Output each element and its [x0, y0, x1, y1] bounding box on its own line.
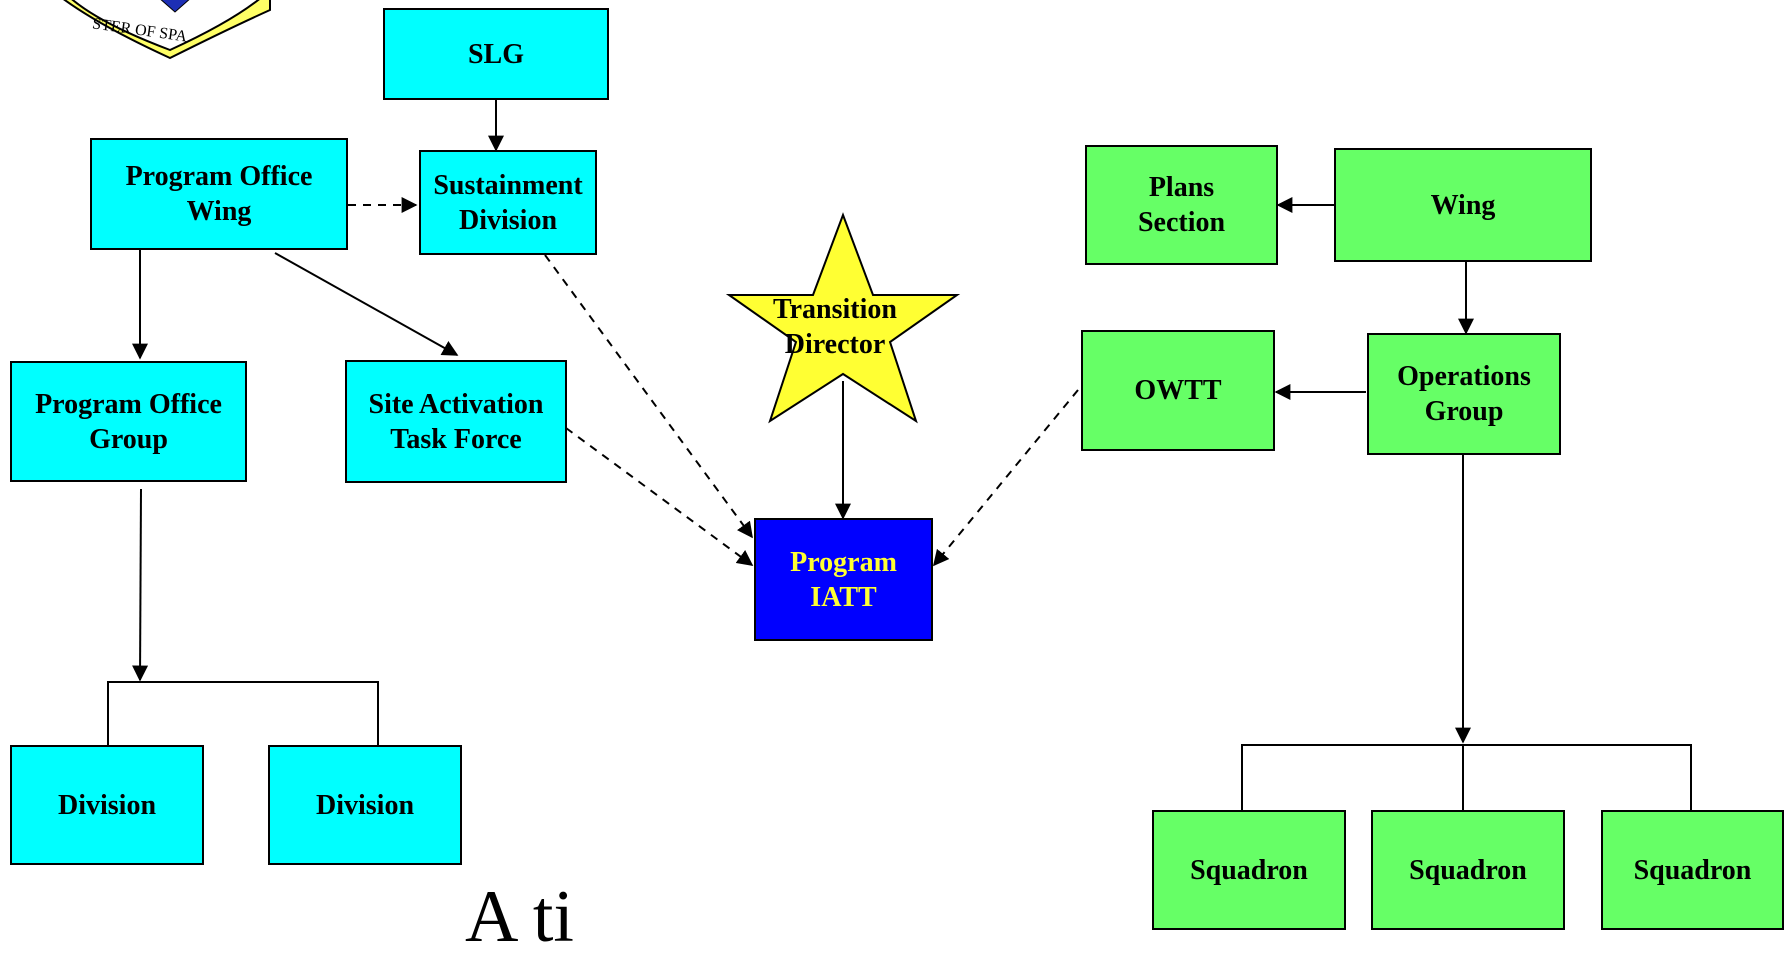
connector-layer: STER OF SPA — [63, 0, 1692, 810]
transition-director-star — [725, 212, 961, 424]
wing-to-site-activation — [274, 252, 459, 356]
emblem-blue-fragment — [160, 0, 190, 13]
division-node-2: Division — [268, 745, 462, 865]
plans-section-label: Plans Section — [1137, 172, 1226, 238]
sustainment-to-program-iatt — [544, 254, 753, 539]
owtt-to-program-iatt — [932, 389, 1079, 567]
transition-director-label: Transition Director — [773, 294, 897, 360]
program-office-group-label: Program Office Group — [35, 388, 222, 455]
program-iatt-node: Program IATT — [754, 518, 933, 641]
program-office-wing-node: Program Office Wing — [90, 138, 348, 250]
wing-label: Wing — [1430, 189, 1496, 221]
slg-node: SLG — [383, 8, 609, 100]
wing-node: Wing — [1334, 148, 1592, 262]
division-label-2: Division — [315, 789, 415, 821]
squadron-label-2: Squadron — [1409, 854, 1527, 886]
division-label-1: Division — [57, 789, 157, 821]
squadron-label-3: Squadron — [1633, 854, 1752, 886]
program-office-group-to-division-bracket — [132, 488, 149, 682]
squadron-node-3: Squadron — [1601, 810, 1784, 930]
site-activation-task-force-node: Site Activation Task Force — [345, 360, 567, 483]
squadron-bracket — [1241, 744, 1692, 810]
division-bracket — [107, 681, 379, 745]
solid-connectors — [107, 99, 1692, 810]
owtt-label: OWTT — [1134, 375, 1222, 406]
slg-label: SLG — [467, 38, 525, 70]
program-iatt-label: Program IATT — [790, 546, 897, 613]
squadron-label-1: Squadron — [1190, 854, 1308, 886]
plans-section-node: Plans Section — [1085, 145, 1278, 265]
operations-group-node: Operations Group — [1367, 333, 1561, 455]
site-activation-task-force-label: Site Activation Task Force — [368, 388, 544, 455]
sustainment-division-node: Sustainment Division — [419, 150, 597, 255]
squadron-node-2: Squadron — [1371, 810, 1565, 930]
operations-group-label: Operations Group — [1397, 361, 1531, 427]
squadron-node-1: Squadron — [1152, 810, 1346, 930]
logo-emblem: STER OF SPA — [63, 0, 271, 60]
sustainment-division-label: Sustainment Division — [433, 169, 583, 236]
program-office-wing-label: Program Office Wing — [125, 161, 313, 227]
owtt-node: OWTT — [1081, 330, 1275, 451]
site-activation-to-program-iatt — [565, 427, 754, 566]
emblem-icon — [63, 0, 271, 60]
dashed-connectors — [348, 197, 1079, 567]
division-node-1: Division — [10, 745, 204, 865]
program-office-group-node: Program Office Group — [10, 361, 247, 482]
bottom-partial-text: A ti — [465, 876, 574, 958]
